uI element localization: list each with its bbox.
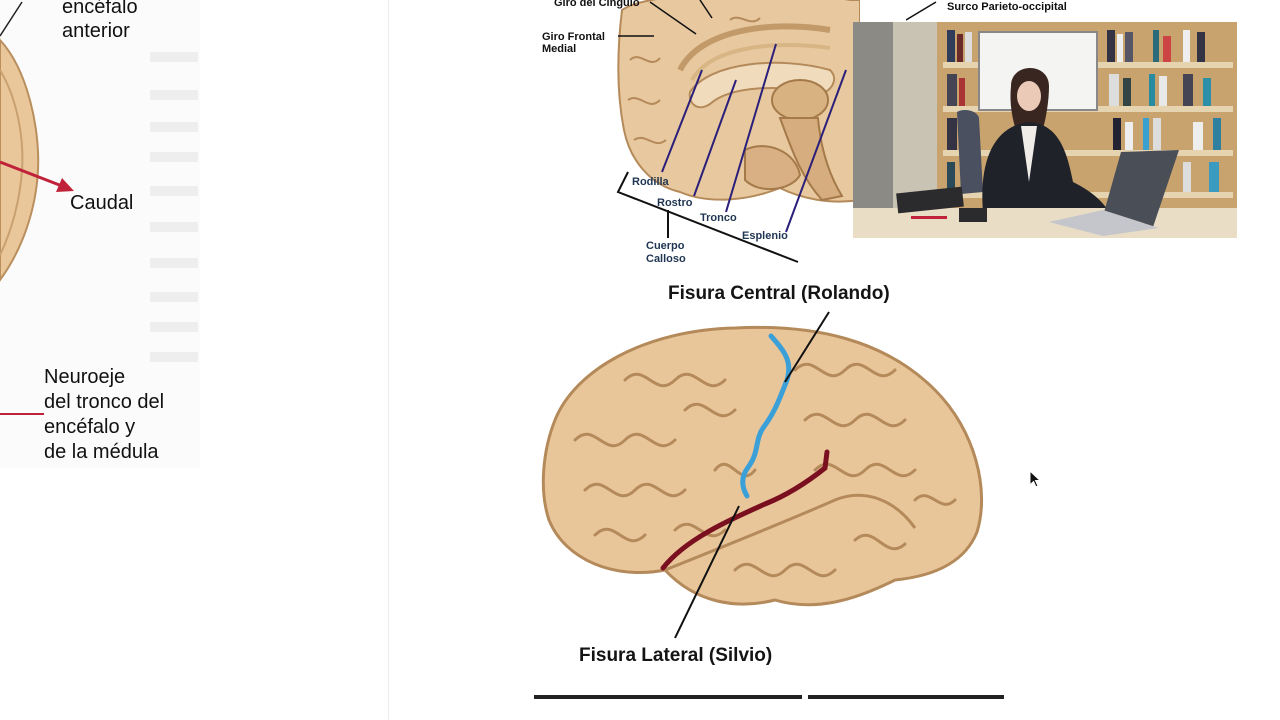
webcam-scene bbox=[853, 22, 1237, 238]
desk bbox=[853, 208, 1237, 238]
brainstem-shape bbox=[778, 117, 844, 202]
label-neuroeje-2: del tronco del bbox=[44, 391, 165, 413]
laptop bbox=[1099, 150, 1179, 230]
label-surco-parieto-occipital: Surco Parieto-occipital bbox=[947, 1, 1067, 13]
corpus-callosum-bracket bbox=[616, 171, 799, 263]
central-fissure-line bbox=[740, 333, 792, 499]
brain-edge-shape bbox=[0, 38, 40, 282]
label-neuroeje-1: Neuroeje bbox=[44, 366, 126, 388]
label-calloso: Calloso bbox=[646, 253, 686, 265]
thalamus-shape bbox=[771, 79, 829, 121]
label-neuroeje-4: de la médula bbox=[44, 441, 159, 463]
pointer-line-parieto-occipital bbox=[906, 1, 937, 21]
desk-tablet bbox=[896, 186, 964, 214]
underline-bar-right bbox=[808, 695, 1004, 699]
label-encefalo: encéfalo bbox=[62, 0, 138, 18]
label-rodilla: Rodilla bbox=[632, 176, 669, 188]
office-chair bbox=[957, 110, 983, 194]
medial-pointer-lines bbox=[661, 43, 847, 233]
label-neuroeje-3: encéfalo y bbox=[44, 416, 136, 438]
pointer-line-lateral bbox=[674, 505, 740, 639]
lateral-fissure-line bbox=[660, 449, 830, 571]
medial-brain-figure bbox=[616, 0, 860, 263]
label-rostro: Rostro bbox=[657, 197, 693, 209]
desk-phone bbox=[959, 208, 987, 222]
webcam-overlay bbox=[853, 22, 1237, 238]
label-fisura-central: Fisura Central (Rolando) bbox=[668, 283, 890, 304]
lateral-brain-shape bbox=[541, 325, 984, 607]
caudal-arrow-head bbox=[56, 178, 74, 192]
underline-bar-left bbox=[534, 695, 802, 699]
label-cuerpo: Cuerpo bbox=[646, 240, 685, 252]
caudal-arrow-line bbox=[0, 160, 63, 188]
label-esplenio: Esplenio bbox=[742, 230, 788, 242]
label-caudal: Caudal bbox=[70, 192, 134, 214]
label-giro-frontal: Giro Frontal bbox=[542, 31, 605, 43]
pointer-line-central bbox=[784, 311, 830, 383]
mouse-cursor-icon bbox=[1029, 470, 1041, 488]
person-jacket bbox=[982, 122, 1109, 212]
pointer-line-anterior bbox=[0, 1, 23, 37]
left-figure-drawing bbox=[0, 1, 198, 415]
left-figure-panel: encéfalo anterior Caudal Neuroeje del tr… bbox=[0, 0, 200, 468]
label-anterior: anterior bbox=[62, 20, 130, 42]
panel-divider bbox=[388, 0, 389, 720]
label-medial: Medial bbox=[542, 43, 577, 55]
lateral-brain-figure bbox=[541, 311, 984, 639]
label-tronco: Tronco bbox=[700, 212, 737, 224]
label-giro-cingulo: Giro del Cíngulo bbox=[554, 0, 640, 9]
label-fisura-lateral: Fisura Lateral (Silvio) bbox=[579, 645, 773, 666]
